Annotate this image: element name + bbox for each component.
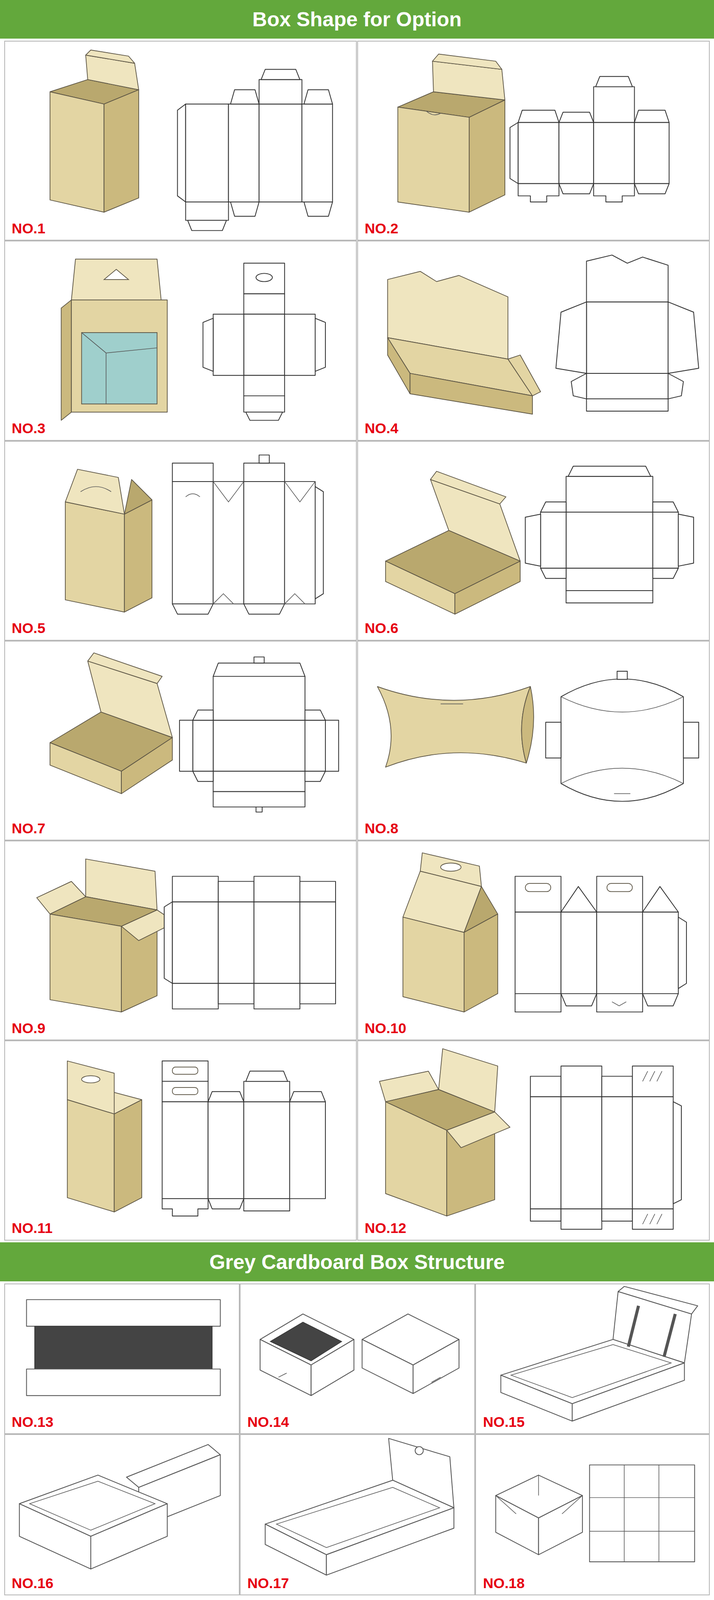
- cell-number: NO.7: [11, 820, 46, 837]
- box-figure: [403, 852, 687, 1012]
- box-figure: [50, 50, 333, 231]
- cell-number: NO.3: [11, 420, 46, 437]
- option-cell: NO.11: [4, 1040, 358, 1241]
- option-cell: NO.15: [475, 1283, 710, 1435]
- box-figure: [67, 1061, 326, 1216]
- option-cell: NO.4: [357, 240, 711, 441]
- box-figure: [19, 1444, 221, 1569]
- option-cell: NO.9: [4, 840, 358, 1041]
- option-cell: NO.10: [357, 840, 711, 1041]
- option-cell: NO.16: [4, 1433, 240, 1596]
- option-cell: NO.2: [357, 40, 711, 241]
- cell-number: NO.2: [364, 220, 399, 237]
- box-figure: [387, 254, 699, 415]
- box-figure: [265, 1438, 454, 1575]
- box-figure: [501, 1286, 698, 1421]
- cell-number: NO.4: [364, 420, 399, 437]
- box-figure: [260, 1313, 460, 1396]
- cell-number: NO.11: [11, 1220, 53, 1236]
- cell-number: NO.10: [364, 1020, 407, 1036]
- cell-number: NO.13: [11, 1414, 54, 1430]
- option-cell: NO.8: [357, 640, 711, 841]
- cell-number: NO.6: [364, 620, 399, 636]
- option-cell: NO.5: [4, 440, 358, 641]
- box-figure: [50, 652, 339, 812]
- section-band: Grey Cardboard Box Structure: [0, 1242, 714, 1281]
- option-cell: NO.18: [475, 1433, 710, 1596]
- option-cell: NO.13: [4, 1283, 240, 1435]
- cell-number: NO.9: [11, 1020, 46, 1036]
- box-figure: [379, 1048, 682, 1230]
- option-cell: NO.14: [239, 1283, 476, 1435]
- box-figure: [61, 259, 326, 421]
- option-cell: NO.7: [4, 640, 358, 841]
- option-cell: NO.1: [4, 40, 358, 241]
- box-figure: [385, 466, 694, 615]
- cell-number: NO.17: [247, 1575, 289, 1591]
- box-figure: [26, 1299, 221, 1396]
- cell-number: NO.15: [482, 1414, 525, 1430]
- box-figure: [36, 858, 336, 1012]
- section-title: Grey Cardboard Box Structure: [209, 1250, 505, 1274]
- section-title: Box Shape for Option: [252, 7, 462, 31]
- box-figure: [377, 671, 699, 802]
- box-figure: [495, 1464, 695, 1562]
- option-cell: NO.17: [239, 1433, 476, 1596]
- cell-number: NO.14: [247, 1414, 289, 1430]
- box-figure: [397, 53, 670, 213]
- cell-number: NO.8: [364, 820, 399, 837]
- box-figure: [65, 454, 324, 614]
- option-cell: NO.6: [357, 440, 711, 641]
- cell-number: NO.12: [364, 1220, 407, 1236]
- section-band: Box Shape for Option: [0, 0, 714, 39]
- option-cell: NO.12: [357, 1040, 711, 1241]
- cell-number: NO.1: [11, 220, 46, 237]
- cell-number: NO.18: [482, 1575, 525, 1591]
- cell-number: NO.16: [11, 1575, 54, 1591]
- option-cell: NO.3: [4, 240, 358, 441]
- cell-number: NO.5: [11, 620, 46, 636]
